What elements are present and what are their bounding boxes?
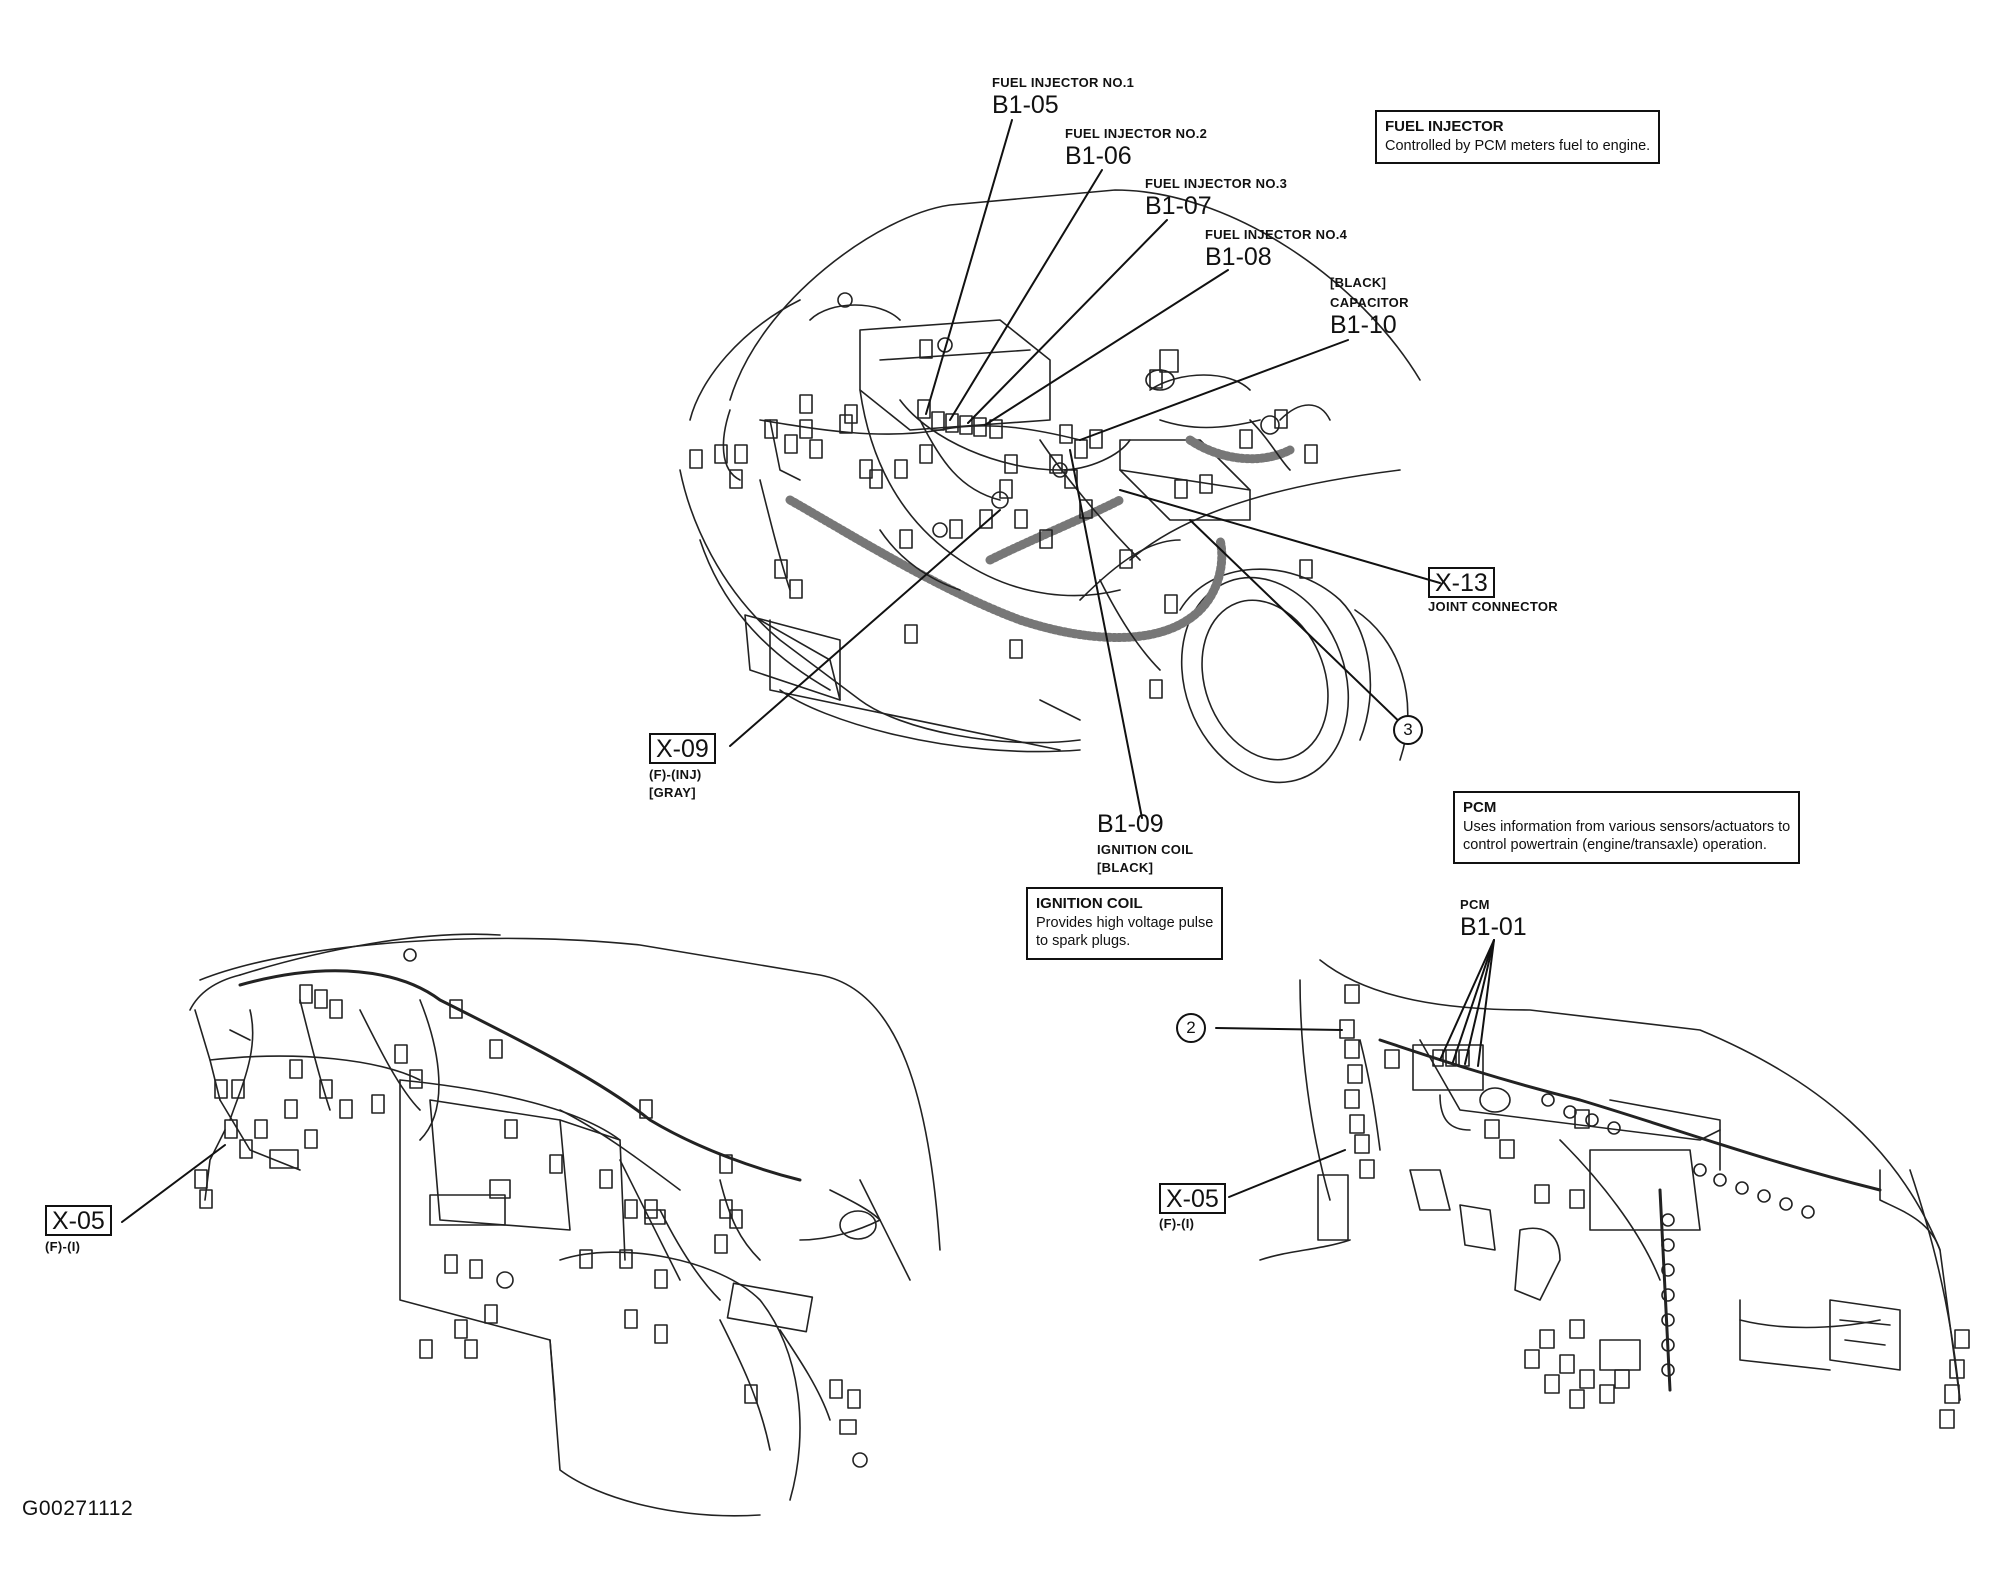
capacitor-code: B1-10	[1330, 311, 1397, 339]
fuel-injector-2-label: FUEL INJECTOR NO.2	[1065, 126, 1208, 141]
fuel-injector-info-title: FUEL INJECTOR	[1385, 118, 1504, 135]
dashboard-left-drawing	[121, 933, 941, 1517]
dashboard-right-drawing	[1215, 939, 1970, 1429]
figure-id: G00271112	[22, 1497, 134, 1520]
joint-connector-label: JOINT CONNECTOR	[1428, 599, 1558, 614]
x09-code: X-09	[649, 733, 716, 765]
capacitor-color-label: [BLACK]	[1330, 275, 1387, 290]
fuel-injector-4-code: B1-08	[1205, 243, 1272, 271]
pcm-info-title: PCM	[1463, 799, 1497, 816]
pcm-info-box: PCM Uses information from various sensor…	[1453, 791, 1801, 865]
fuel-injector-1-label: FUEL INJECTOR NO.1	[992, 75, 1135, 90]
engine-bay-drawing	[679, 189, 1421, 784]
pcm-info-line-1: Uses information from various sensors/ac…	[1463, 818, 1791, 835]
x09-pin-label: (F)-(INJ)	[649, 767, 702, 782]
fuel-injector-3-label: FUEL INJECTOR NO.3	[1145, 176, 1288, 191]
fuel-injector-3-code: B1-07	[1145, 192, 1212, 220]
x09-color-label: [GRAY]	[649, 785, 696, 800]
x05-left-code: X-05	[45, 1205, 112, 1237]
pcm-code: B1-01	[1460, 913, 1527, 941]
ignition-coil-info-line-1: Provides high voltage pulse	[1036, 914, 1214, 931]
pcm-label: PCM	[1460, 897, 1490, 912]
ignition-coil-info-title: IGNITION COIL	[1036, 895, 1143, 912]
circle-marker-2: 2	[1176, 1013, 1206, 1043]
x05-left-label: (F)-(I)	[45, 1239, 81, 1254]
engine-leader-lines	[729, 119, 1441, 819]
ignition-coil-info-line-2: to spark plugs.	[1036, 933, 1131, 950]
fuel-injector-2-code: B1-06	[1065, 142, 1132, 170]
circle-marker-3: 3	[1393, 715, 1423, 745]
fuel-injector-info-text: Controlled by PCM meters fuel to engine.	[1385, 137, 1651, 154]
ignition-coil-label: IGNITION COIL	[1097, 842, 1194, 857]
ignition-coil-info-box: IGNITION COIL Provides high voltage puls…	[1026, 887, 1224, 961]
capacitor-label: CAPACITOR	[1330, 295, 1409, 310]
pcm-info-line-2: control powertrain (engine/transaxle) op…	[1463, 837, 1767, 854]
x05-right-code: X-05	[1159, 1183, 1226, 1215]
joint-connector-code: X-13	[1428, 567, 1495, 599]
x05-right-label: (F)-(I)	[1159, 1216, 1195, 1231]
ignition-coil-code: B1-09	[1097, 810, 1164, 838]
fuel-injector-4-label: FUEL INJECTOR NO.4	[1205, 227, 1348, 242]
ignition-coil-color-label: [BLACK]	[1097, 860, 1154, 875]
fuel-injector-info-box: FUEL INJECTOR Controlled by PCM meters f…	[1375, 110, 1661, 165]
fuel-injector-1-code: B1-05	[992, 91, 1059, 119]
